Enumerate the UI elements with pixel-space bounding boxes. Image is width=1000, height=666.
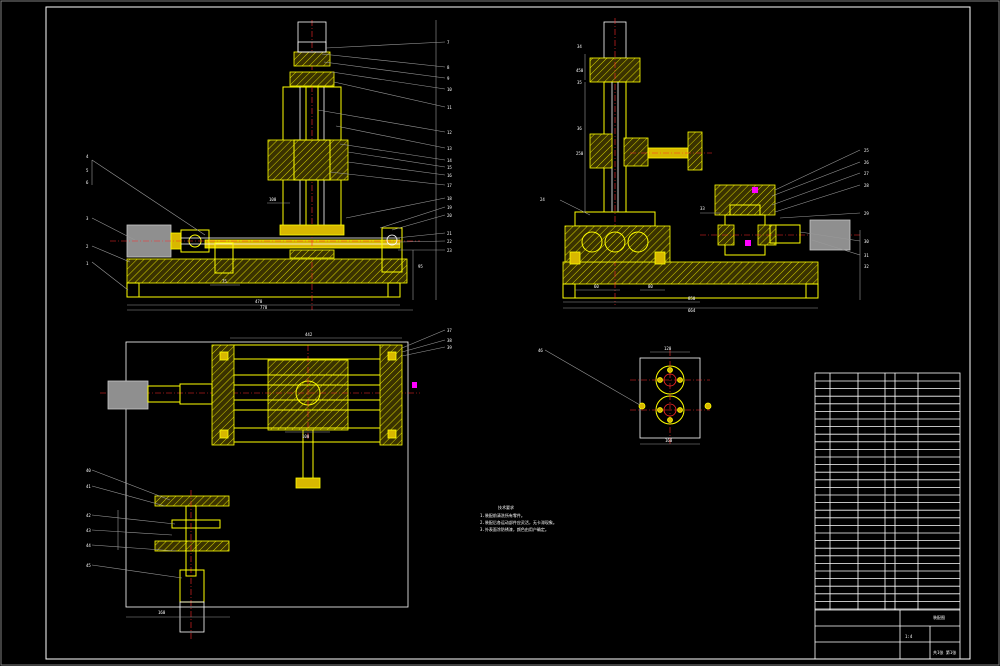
dim-450: 450 [576,68,584,73]
balloon-label: 39 [447,345,452,350]
balloon-label: 23 [447,248,452,253]
balloon-label: 45 [86,563,91,568]
detail-view: 40 41 42 43 44 45 160 [86,468,230,640]
balloon-label: 46 [538,348,543,353]
balloon-label: 25 [864,148,869,153]
front-view: 470 778 75 100 95 7 8 9 [86,20,452,311]
balloon-label: 30 [864,239,869,244]
balloon-label: 6 [86,180,89,185]
plan-view: 442 100 37 38 39 [100,328,452,608]
balloon-label: 21 [447,231,452,236]
dim-778: 778 [260,305,268,310]
dim-850: 850 [688,296,696,301]
tech-requirements: 技术要求 1.装配前清洗所有零件。 2.装配后各运动部件应灵活，无卡滞现象。 3… [480,504,557,532]
side-base [562,261,819,285]
balloon-label: 33 [700,206,705,211]
base-foot-right [387,282,401,298]
tech-requirement-line: 3.外表面涂防锈漆，颜色由用户确定。 [480,526,549,532]
dim-100: 100 [302,434,310,439]
tech-requirements-title: 技术要求 [498,504,514,510]
dim-120: 120 [664,346,672,351]
base-plate [126,258,408,284]
balloon-label: 3 [86,216,89,221]
balloon-label: 26 [864,160,869,165]
balloon-label: 22 [447,239,452,244]
balloon-label: 27 [864,171,869,176]
balloon-label: 7 [447,40,450,45]
side-view: 450 60 80 250 850 664 24 25 26 27 28 29 … [540,18,869,313]
scale: 1:4 [905,634,913,639]
tech-requirement-line: 2.装配后各运动部件应灵活，无卡滞现象。 [480,519,557,525]
tech-requirement-line: 1.装配前清洗所有零件。 [480,512,525,518]
dim-95: 95 [418,264,423,269]
balloon-label: 32 [864,264,869,269]
balloon-label: 40 [86,468,91,473]
balloon-label: 37 [447,328,452,333]
dim-250: 250 [576,151,584,156]
dim-160: 160 [665,438,673,443]
front-view-balloons: 7 8 9 10 11 12 13 14 15 16 17 18 19 20 2… [447,40,452,253]
balloon-label: 16 [447,173,452,178]
balloon-label: 31 [864,253,869,258]
bom-table: 装配图 1:4 共1张 第1张 [814,372,961,660]
vertical-slider [267,139,349,181]
dim-442: 442 [305,332,313,337]
dim-160: 160 [158,610,166,615]
balloon-label: 44 [86,543,91,548]
dim-75: 75 [222,279,227,284]
balloon-label: 38 [447,338,452,343]
balloon-label: 5 [86,168,89,173]
balloon-label: 8 [447,65,450,70]
balloon-label: 2 [86,244,89,249]
balloon-label: 42 [86,513,91,518]
balloon-label: 9 [447,76,450,81]
balloon-label: 43 [86,528,91,533]
balloon-label: 24 [540,197,545,202]
balloon-label: 36 [577,126,582,131]
dim-80: 80 [648,284,653,289]
balloon-label: 18 [447,196,452,201]
balloon-label: 34 [577,44,582,49]
balloon-label: 11 [447,105,452,110]
balloon-label: 17 [447,183,452,188]
balloon-label: 1 [86,261,89,266]
balloon-label: 20 [447,213,452,218]
balloon-label: 29 [864,211,869,216]
balloon-label: 13 [447,146,452,151]
balloon-label: 4 [86,154,89,159]
drawing-border [45,6,971,660]
dim-100: 100 [269,197,277,202]
balloon-label: 12 [447,130,452,135]
balloon-label: 14 [447,158,452,163]
balloon-label: 10 [447,87,452,92]
dim-664: 664 [688,308,696,313]
balloon-label: 15 [447,165,452,170]
drawing-name: 装配图 [933,614,945,620]
bearing-detail: 46 160 120 [538,346,712,445]
balloon-label: 19 [447,205,452,210]
dim-60: 60 [594,284,599,289]
balloon-label: 35 [577,80,582,85]
balloon-label: 41 [86,484,91,489]
base-foot-left [126,282,140,298]
dim-470: 470 [255,299,263,304]
sheet-info: 共1张 第1张 [933,649,956,655]
balloon-label: 28 [864,183,869,188]
